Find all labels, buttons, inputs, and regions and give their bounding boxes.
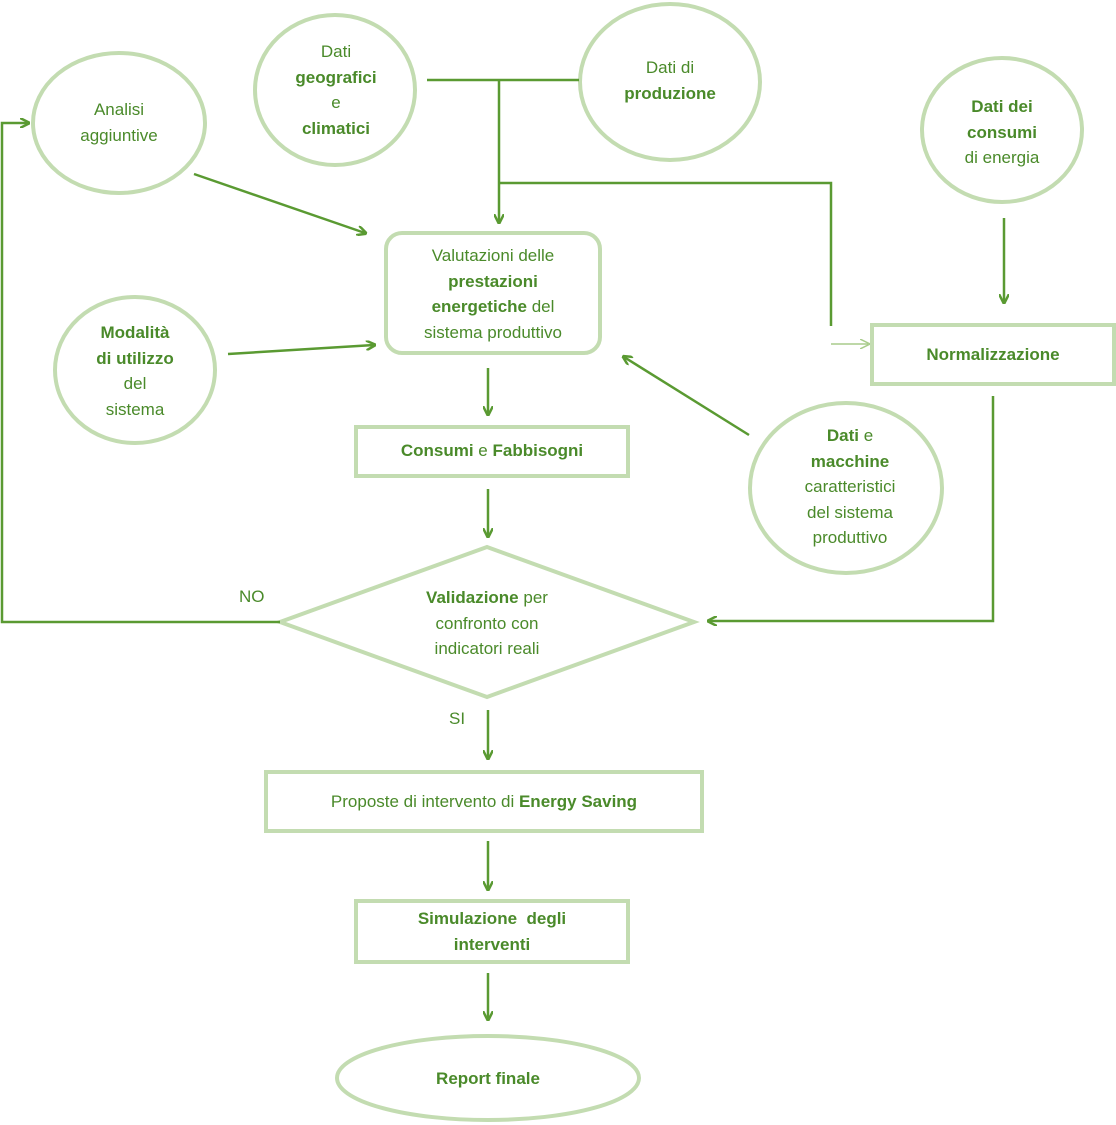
node-produzione-shape [578,2,762,162]
edge-si-label: SI [449,709,466,728]
node-geo-shape [253,13,417,167]
node-macchine-line1b: e [858,426,874,445]
edge-branch-to-normalizzazione [499,181,833,326]
node-report-line1: Report finale [436,1069,540,1088]
node-simulazione-line1: Simulazione degli [417,909,567,928]
node-proposte-shape [264,770,704,833]
node-macchine-line3: caratteristici [804,477,896,496]
node-macchine-label: Dati e macchine caratteristici del siste… [760,423,940,551]
node-macchine-line4: del sistema [807,502,893,522]
node-geo-line3: e [331,93,341,112]
node-modalita-line1: Modalità [100,323,170,342]
node-consumi-fabbisogni-shape [354,425,630,478]
node-validazione-label: Validazione per confronto con indicatori… [392,585,582,662]
node-valutazioni-line3a: energetiche [431,297,527,316]
node-consumi-fabbisogni-label: Consumi e Fabbisogni [356,438,628,464]
node-consumi-energia-line2: consumi [967,122,1037,142]
node-analisi-shape [31,51,207,195]
edge-macchine-to-valutazioni [624,357,750,437]
node-analisi-line1: Analisi [93,100,145,119]
node-report-shape [335,1034,641,1122]
node-consumi-fabbisogni-part1: Consumi [400,441,474,460]
edge-modalita-to-valutazioni [227,345,374,356]
node-analisi-label: Analisi aggiuntive [34,97,204,148]
node-produzione-line2: produzione [624,83,716,103]
node-normalizzazione-label: Normalizzazione [872,342,1114,368]
node-valutazioni-shape [384,231,602,355]
node-analisi-line2: aggiuntive [80,125,158,145]
node-valutazioni-line3b: del [527,297,555,316]
node-simulazione-line2: interventi [453,934,531,954]
node-geo-line2: geografici [295,67,377,87]
node-produzione-line1: Dati di [645,58,695,77]
node-macchine-line2: macchine [810,451,890,471]
edge-validazione-no-to-analisi [0,123,280,624]
node-validazione-line1a: Validazione [426,588,519,607]
node-geo-line1: Dati [320,42,352,61]
node-geo-line4: climatici [301,118,371,138]
node-macchine-line1a: Dati [826,426,859,445]
node-modalita-line3: del [123,374,147,393]
edge-analisi-to-valutazioni [193,172,365,233]
node-validazione-shape [274,544,700,700]
node-valutazioni-label: Valutazioni delle prestazioni energetich… [386,243,600,345]
node-modalita-label: Modalità di utilizzo del sistema [55,320,215,422]
node-validazione-line3: indicatori reali [434,639,540,658]
node-simulazione-shape [354,899,630,964]
node-produzione-label: Dati di produzione [580,55,760,106]
node-consumi-energia-label: Dati dei consumi di energia [922,94,1082,171]
node-valutazioni-line4: sistema produttivo [424,322,562,342]
node-consumi-energia-line3: di energia [964,148,1040,167]
edge-no-label: NO [239,587,265,606]
node-normalizzazione-shape [870,323,1116,386]
node-valutazioni-line1: Valutazioni delle [431,246,555,265]
node-valutazioni-line2: prestazioni [448,271,538,291]
edge-normalizzazione-to-validazione [709,396,995,621]
node-proposte-label: Proposte di intervento di Energy Saving [266,789,702,815]
node-proposte-part2: Energy Saving [518,792,638,811]
node-report-label: Report finale [337,1066,639,1092]
node-macchine-shape [748,401,944,575]
node-consumi-energia-shape [920,56,1084,204]
node-geo-label: Dati geografici e climatici [256,39,416,141]
node-macchine-line5: produttivo [812,528,888,547]
node-proposte-part1: Proposte di intervento di [330,792,519,811]
node-normalizzazione-line1: Normalizzazione [926,345,1060,364]
node-modalita-line2: di utilizzo [96,348,174,368]
node-modalita-shape [53,295,217,445]
node-consumi-fabbisogni-part2: e [473,441,493,460]
node-consumi-fabbisogni-part3: Fabbisogni [492,441,584,460]
node-validazione-line2: confronto con [435,613,539,633]
node-consumi-energia-line1: Dati dei [971,97,1033,116]
node-modalita-line4: sistema [105,399,165,419]
node-simulazione-label: Simulazione degli interventi [356,906,628,957]
node-validazione-line1b: per [518,588,548,607]
